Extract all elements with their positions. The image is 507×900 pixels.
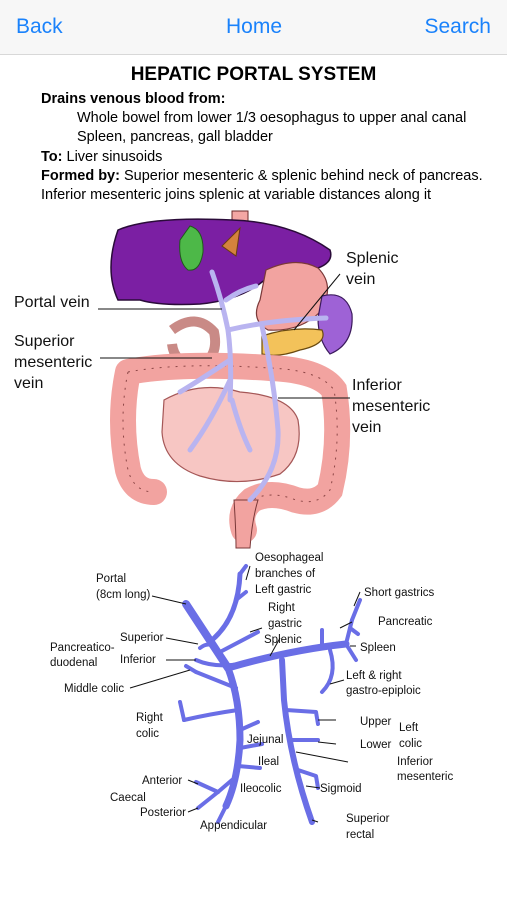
s-anterior: Anterior (142, 775, 182, 787)
formed-value: Superior mesenteric & splenic behind nec… (123, 168, 483, 184)
s-left-colic-1: Left (399, 722, 419, 734)
s-sup-rectal-1: Superior (346, 813, 390, 825)
s-sup-rectal-2: rectal (346, 829, 374, 841)
s-right-colic-1: Right (136, 712, 164, 724)
s-left-colic-2: colic (399, 738, 422, 750)
s-inferior: Inferior (120, 654, 156, 666)
s-splenic: Splenic (264, 634, 302, 646)
s-gastro-epiploic-2: gastro-epiploic (346, 685, 421, 697)
gall-bladder-shape (179, 225, 204, 271)
s-oesophageal-3: Left gastric (255, 584, 311, 596)
s-superior: Superior (120, 632, 164, 644)
schematic-veins (178, 564, 362, 825)
s-lower: Lower (360, 739, 391, 751)
s-upper: Upper (360, 716, 391, 728)
page-title: HEPATIC PORTAL SYSTEM (130, 64, 377, 85)
s-portal-2: (8cm long) (96, 589, 150, 601)
formed-line: Formed by: Superior mesenteric & splenic… (41, 168, 483, 184)
portal-veins-illustration (177, 269, 329, 503)
formed-label: Formed by: (41, 168, 120, 184)
label-inf-mes-2: mesenteric (352, 398, 430, 415)
s-appendicular: Appendicular (200, 820, 267, 832)
small-bowel-shape (161, 386, 300, 483)
s-spleen: Spleen (360, 642, 396, 654)
rectum-shape (233, 499, 259, 549)
s-inf-mes-1: Inferior (397, 756, 433, 768)
s-middle-colic: Middle colic (64, 683, 124, 695)
label-inf-mes-1: Inferior (352, 377, 402, 394)
s-oesophageal-1: Oesophageal (255, 552, 323, 564)
s-gastro-epiploic-1: Left & right (346, 670, 402, 682)
s-right-colic-2: colic (136, 728, 159, 740)
label-splenic-vein-1: Splenic (346, 250, 398, 267)
formed-line-2: Inferior mesenteric joins splenic at var… (41, 187, 432, 203)
label-splenic-vein-2: vein (346, 271, 375, 288)
to-value: Liver sinusoids (66, 149, 163, 165)
s-pancreaticoduodenal-2: duodenal (50, 657, 97, 669)
pancreas-shape (261, 328, 324, 356)
s-jejunal: Jejunal (247, 734, 283, 746)
label-sup-mes-1: Superior (14, 333, 75, 350)
s-pancreatic: Pancreatic (378, 616, 433, 628)
s-inf-mes-2: mesenteric (397, 771, 453, 783)
label-inf-mes-3: vein (352, 419, 381, 436)
s-sigmoid: Sigmoid (320, 783, 362, 795)
ligament-shape (221, 226, 241, 257)
s-right-gastric-2: gastric (268, 618, 302, 630)
s-short-gastrics: Short gastrics (364, 587, 435, 599)
nav-bar: Back Home Search (0, 0, 507, 55)
s-oesophageal-2: branches of (255, 568, 316, 580)
search-button[interactable]: Search (424, 15, 491, 38)
drains-line-2: Spleen, pancreas, gall bladder (77, 129, 273, 145)
s-posterior: Posterior (140, 807, 186, 819)
back-button[interactable]: Back (16, 15, 63, 38)
schematic-leaders (129, 565, 361, 823)
s-right-gastric-1: Right (268, 602, 296, 614)
s-pancreaticoduodenal-1: Pancreatico- (50, 642, 115, 654)
drains-heading: Drains venous blood from: (41, 91, 226, 107)
label-sup-mes-3: vein (14, 375, 43, 392)
s-portal-1: Portal (96, 573, 126, 585)
home-button[interactable]: Home (226, 15, 283, 38)
label-portal-vein: Portal vein (14, 294, 90, 311)
s-ileocolic: Ileocolic (240, 783, 282, 795)
drains-line-1: Whole bowel from lower 1/3 oesophagus to… (77, 110, 467, 126)
to-label: To: (41, 149, 63, 165)
s-caecal: Caecal (110, 792, 146, 804)
illustration-leaders (98, 273, 350, 399)
label-sup-mes-2: mesenteric (14, 354, 92, 371)
s-ileal: Ileal (258, 756, 279, 768)
to-line: To: Liver sinusoids (41, 149, 162, 165)
